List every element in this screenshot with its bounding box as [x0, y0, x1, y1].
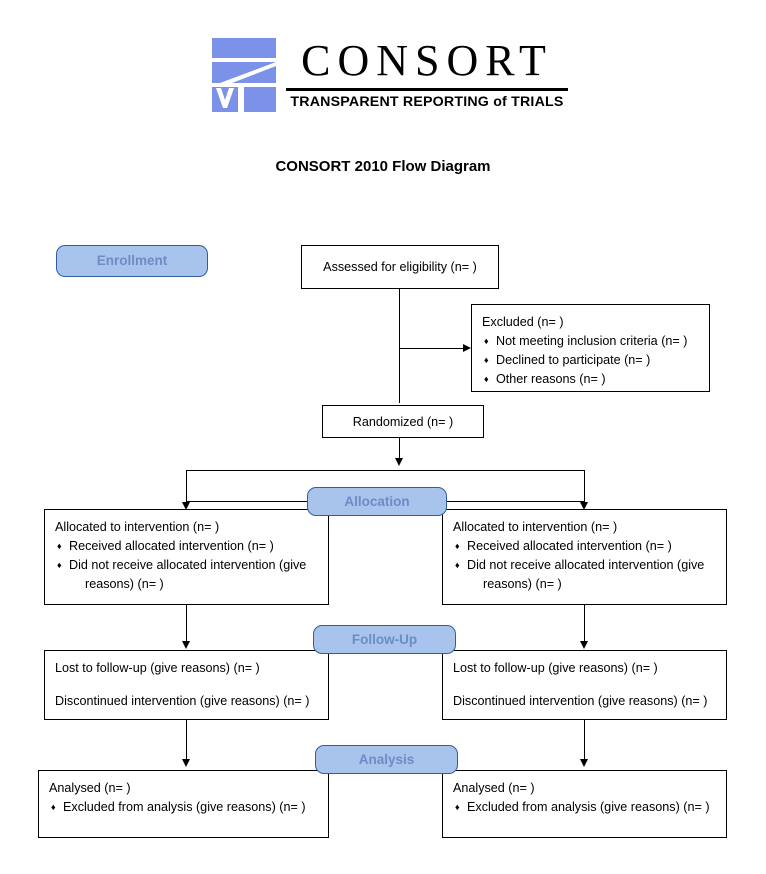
connector-randomized-down: [399, 438, 400, 460]
stage-banner-enrollment: Enrollment: [56, 245, 208, 277]
box-line: ♦ Received allocated intervention (n= ): [55, 537, 318, 556]
box-allocation-left-content: Allocated to intervention (n= ) ♦ Receive…: [45, 510, 328, 600]
box-line-text: Excluded from analysis (give reasons) (n…: [467, 800, 710, 814]
connector-allocation-right-drop: [584, 470, 585, 504]
box-line: Lost to follow-up (give reasons) (n= ): [55, 661, 260, 675]
box-analysis-left: Analysed (n= ) ♦ Excluded from analysis (…: [38, 770, 329, 838]
box-line: Analysed (n= ): [453, 781, 535, 795]
box-randomized-content: Randomized (n= ): [323, 406, 483, 432]
box-analysis-left-content: Analysed (n= ) ♦ Excluded from analysis (…: [39, 771, 328, 823]
arrow-allocation-left-icon: [182, 502, 190, 510]
box-line: Excluded (n= ): [482, 315, 564, 329]
bullet-diamond-icon: ♦: [484, 355, 489, 365]
box-line-text: Other reasons (n= ): [496, 372, 606, 386]
box-randomized: Randomized (n= ): [322, 405, 484, 438]
arrow-allocation-right-icon: [580, 502, 588, 510]
box-line: ♦ Excluded from analysis (give reasons) (…: [453, 798, 716, 817]
arrow-followup-left-icon: [182, 641, 190, 649]
box-line: Assessed for eligibility (n= ): [323, 260, 477, 274]
arrow-randomized-down-icon: [395, 458, 403, 466]
box-line: ♦ Not meeting inclusion criteria (n= ): [482, 332, 699, 351]
box-assessed-for-eligibility: Assessed for eligibility (n= ): [301, 245, 499, 289]
box-followup-right: Lost to follow-up (give reasons) (n= ) D…: [442, 650, 727, 720]
connector-assessed-to-randomized: [399, 289, 400, 403]
box-excluded-content: Excluded (n= ) ♦ Not meeting inclusion cr…: [472, 305, 709, 395]
box-line: ♦ Did not receive allocated intervention …: [55, 556, 318, 575]
connector-followup-right-to-analysis: [584, 720, 585, 762]
box-line: Randomized (n= ): [352, 415, 454, 429]
page-title: CONSORT 2010 Flow Diagram: [275, 158, 491, 175]
box-allocation-left: Allocated to intervention (n= ) ♦ Receive…: [44, 509, 329, 605]
box-line-text: Excluded from analysis (give reasons) (n…: [63, 800, 306, 814]
box-line: Analysed (n= ): [49, 781, 131, 795]
box-allocation-right-content: Allocated to intervention (n= ) ♦ Receive…: [443, 510, 726, 600]
consort-wordmark: CONSORT TRANSPARENT REPORTING of TRIALS: [286, 36, 568, 112]
consort-logo-mark-icon: [208, 38, 276, 112]
stage-banner-analysis: Analysis: [315, 745, 458, 774]
connector-alloc-right-to-followup: [584, 605, 585, 644]
box-line: reasons) (n= ): [483, 577, 562, 591]
box-line: reasons) (n= ): [85, 577, 164, 591]
bullet-diamond-icon: ♦: [455, 560, 460, 570]
box-line-text: Declined to participate (n= ): [496, 353, 651, 367]
box-excluded: Excluded (n= ) ♦ Not meeting inclusion cr…: [471, 304, 710, 392]
box-line: Discontinued intervention (give reasons)…: [55, 694, 310, 708]
box-followup-right-content: Lost to follow-up (give reasons) (n= ) D…: [443, 651, 726, 717]
bullet-diamond-icon: ♦: [455, 541, 460, 551]
box-allocation-right: Allocated to intervention (n= ) ♦ Receive…: [442, 509, 727, 605]
box-line: ♦ Received allocated intervention (n= ): [453, 537, 716, 556]
box-line: ♦ Did not receive allocated intervention …: [453, 556, 716, 575]
box-line: Allocated to intervention (n= ): [453, 520, 618, 534]
connector-followup-left-to-analysis: [186, 720, 187, 762]
box-line: Allocated to intervention (n= ): [55, 520, 220, 534]
arrow-to-excluded-icon: [463, 344, 471, 352]
connector-allocation-split: [186, 470, 584, 471]
bullet-diamond-icon: ♦: [51, 802, 56, 812]
arrow-analysis-right-icon: [580, 759, 588, 767]
connector-alloc-left-to-followup: [186, 605, 187, 644]
connector-allocation-left-drop: [186, 470, 187, 504]
bullet-diamond-icon: ♦: [57, 541, 62, 551]
arrow-followup-right-icon: [580, 641, 588, 649]
box-assessed-content: Assessed for eligibility (n= ): [302, 246, 498, 277]
box-line-text: Received allocated intervention (n= ): [69, 539, 274, 553]
box-followup-left-content: Lost to follow-up (give reasons) (n= ) D…: [45, 651, 328, 717]
box-line: ♦ Other reasons (n= ): [482, 370, 699, 389]
bullet-diamond-icon: ♦: [455, 802, 460, 812]
connector-to-excluded: [399, 348, 463, 349]
box-line: Discontinued intervention (give reasons)…: [453, 694, 708, 708]
bullet-diamond-icon: ♦: [484, 336, 489, 346]
box-line-text: Did not receive allocated intervention (…: [467, 558, 705, 572]
box-analysis-right: Analysed (n= ) ♦ Excluded from analysis (…: [442, 770, 727, 838]
box-line-text: Not meeting inclusion criteria (n= ): [496, 334, 688, 348]
logo-divider-rule: [286, 88, 568, 91]
consort-logo: CONSORT TRANSPARENT REPORTING of TRIALS: [208, 36, 568, 116]
box-line: ♦ Excluded from analysis (give reasons) (…: [49, 798, 318, 817]
bullet-diamond-icon: ♦: [57, 560, 62, 570]
bullet-diamond-icon: ♦: [484, 374, 489, 384]
box-line-text: Did not receive allocated intervention (…: [69, 558, 307, 572]
box-line: ♦ Declined to participate (n= ): [482, 351, 699, 370]
box-followup-left: Lost to follow-up (give reasons) (n= ) D…: [44, 650, 329, 720]
logo-consort-text: CONSORT: [301, 36, 553, 85]
logo-tagline-text: TRANSPARENT REPORTING of TRIALS: [290, 94, 564, 110]
box-analysis-right-content: Analysed (n= ) ♦ Excluded from analysis (…: [443, 771, 726, 823]
box-line-text: Received allocated intervention (n= ): [467, 539, 672, 553]
arrow-analysis-left-icon: [182, 759, 190, 767]
stage-banner-followup: Follow-Up: [313, 625, 456, 654]
box-line: Lost to follow-up (give reasons) (n= ): [453, 661, 658, 675]
stage-banner-allocation: Allocation: [307, 487, 447, 516]
